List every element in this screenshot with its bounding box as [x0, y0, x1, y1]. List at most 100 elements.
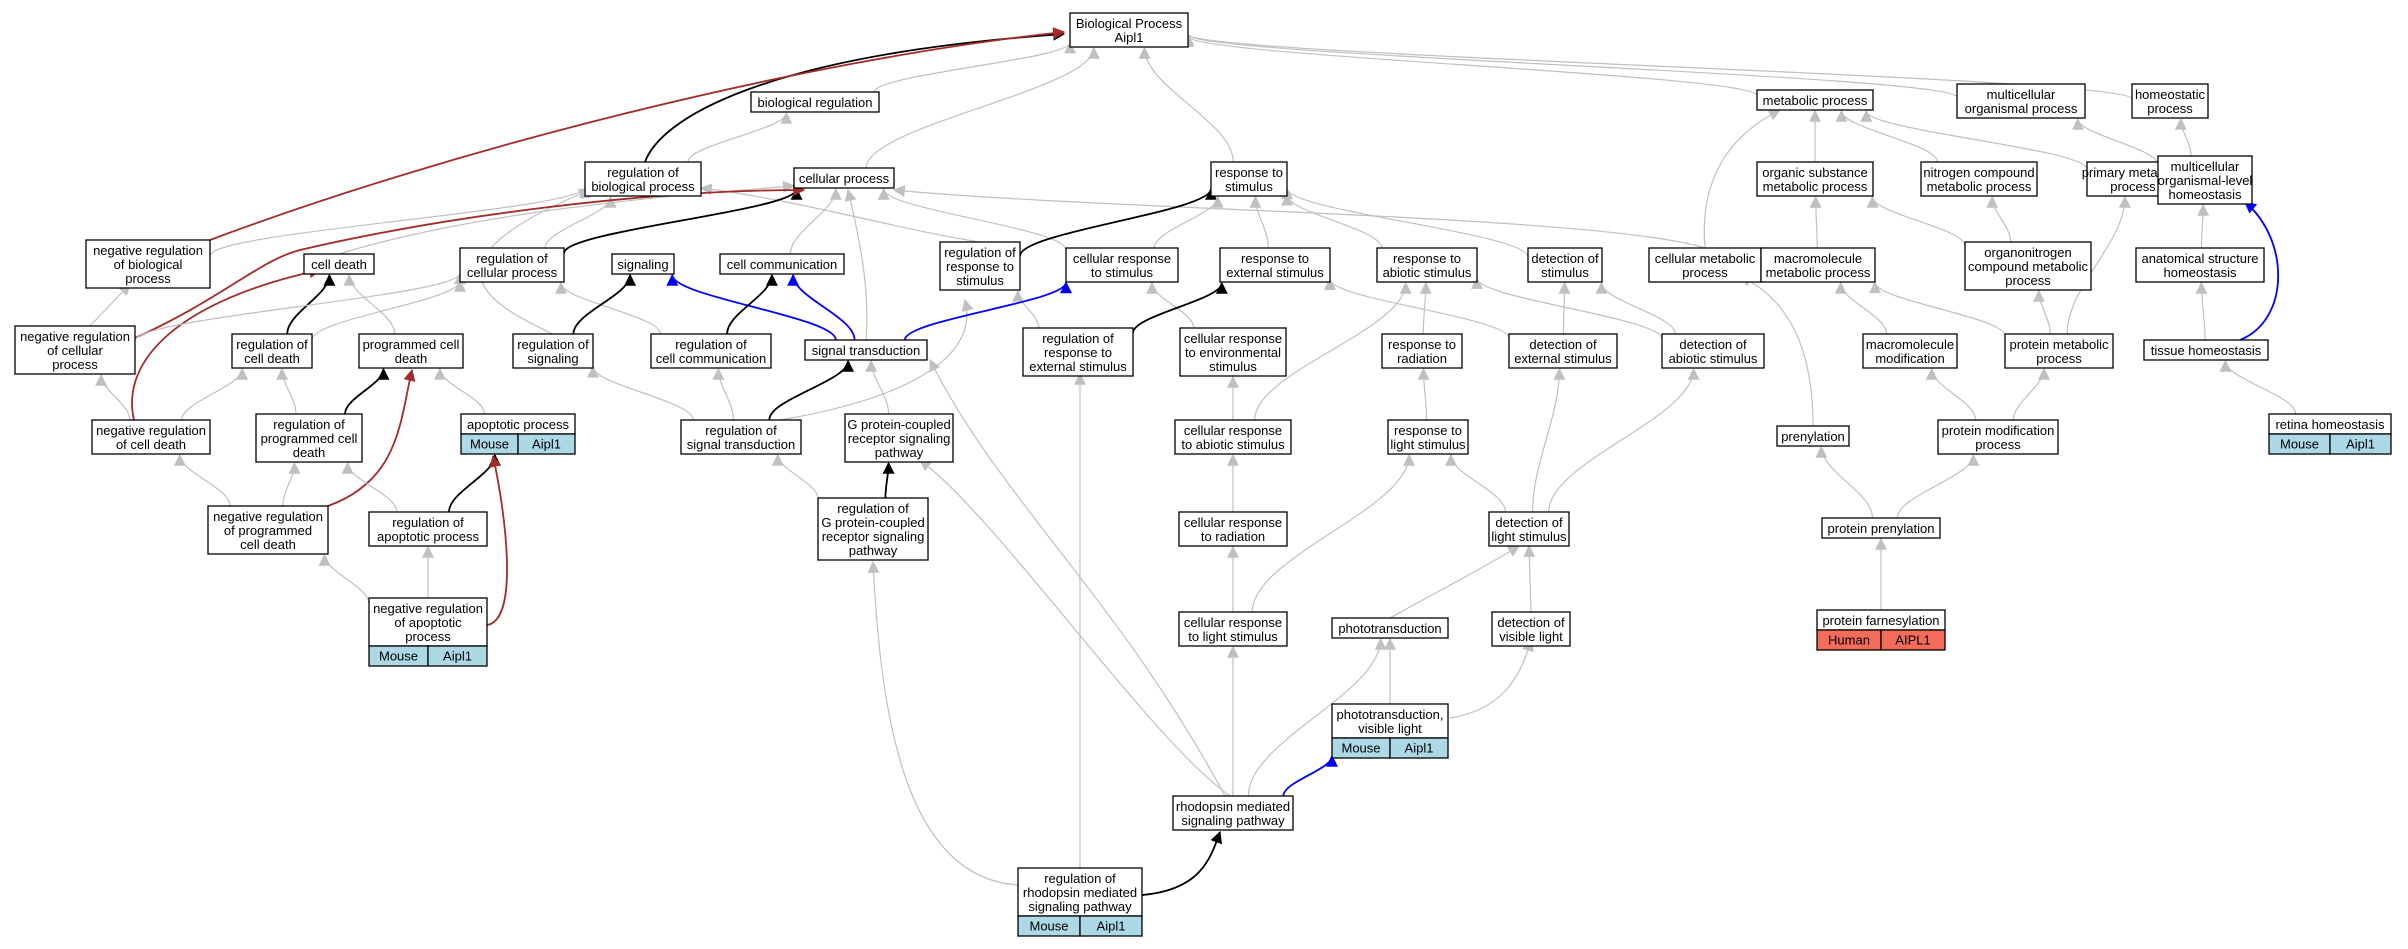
node-label-line: to stimulus [1091, 265, 1154, 280]
annotation-cell [427, 645, 488, 667]
node-metab[interactable]: metabolic process [1756, 89, 1874, 111]
edge-anatomical-to-mlhomeo [2197, 203, 2210, 249]
node-phototrans[interactable]: phototransduction [1331, 617, 1449, 639]
node-label-line: homeostatic [2135, 87, 2206, 102]
node-box [804, 339, 928, 361]
node-bioreg[interactable]: biological regulation [750, 91, 880, 113]
node-celldeath[interactable]: cell death [303, 253, 375, 275]
node-box [1488, 511, 1570, 547]
node-label-line: light stimulus [1491, 529, 1567, 544]
edge-pcd-to-celldeath [343, 273, 396, 335]
edge-bioreg-to-bp [873, 41, 1076, 93]
node-label-line: cellular response [1184, 423, 1282, 438]
edge-phototrans-to-detlight [1389, 545, 1521, 619]
node-box [1381, 333, 1463, 369]
node-label-line: receptor signaling [822, 529, 925, 544]
node-box [2135, 247, 2265, 283]
edge-organonitro-to-nitro [1986, 195, 2012, 243]
node-box [719, 253, 845, 275]
node-protprenyl[interactable]: protein prenylation [1821, 517, 1941, 539]
annotation-species: Mouse [1029, 919, 1068, 934]
edge-negregcell-to-negregbp [89, 283, 131, 327]
node-sigtrans[interactable]: signal transduction [804, 339, 928, 361]
edge-organonitro-to-orgsub [1866, 195, 1966, 247]
node-cellcomm[interactable]: cell communication [719, 253, 845, 275]
node-label-line: signal transduction [812, 343, 920, 358]
node-prenyl[interactable]: prenylation [1776, 425, 1850, 447]
node-tissue[interactable]: tissue homeostasis [2143, 339, 2269, 361]
edge-mlhomeo-to-homeo [2174, 117, 2192, 157]
node-label-line: to abiotic stimulus [1181, 437, 1285, 452]
node-label-line: negative regulation [213, 509, 323, 524]
edge-negregpcd-to-regpcd [282, 461, 301, 507]
node-label-line: multicellular [1987, 87, 2056, 102]
node-label-line: negative regulation [96, 423, 206, 438]
node-label-line: process [2147, 101, 2193, 116]
node-label-line: death [293, 445, 326, 460]
node-box [1756, 89, 1874, 111]
node-label-line: cellular response [1073, 251, 1171, 266]
node-cellproc[interactable]: cellular process [793, 167, 895, 189]
node-signaling[interactable]: signaling [611, 253, 675, 275]
node-box [650, 333, 772, 369]
annotation-species: Mouse [470, 437, 509, 452]
edge-multiorg-to-bp [1182, 33, 1958, 98]
node-box [459, 247, 565, 283]
edge-cellrespenv-to-cellrespstim [1146, 281, 1195, 329]
edge-regsig-to-signaling [572, 273, 637, 335]
node-label-line: signal transduction [687, 437, 795, 452]
